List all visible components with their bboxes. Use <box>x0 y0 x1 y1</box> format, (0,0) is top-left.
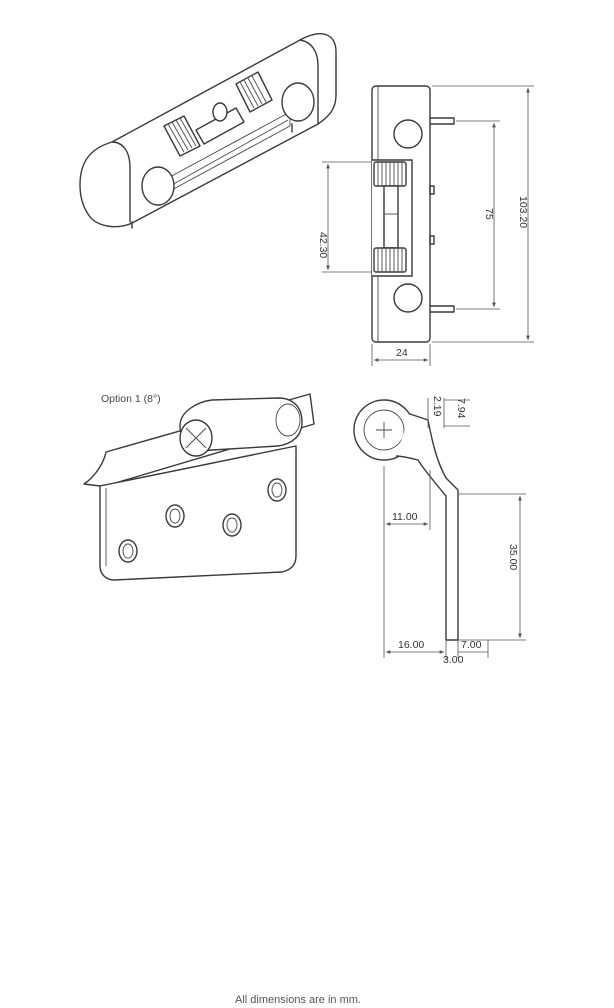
option-profile-view: 2.19 7.94 11.00 35.00 16.00 7.00 3.00 <box>353 396 526 666</box>
dim-total-height: 103.20 <box>517 196 529 228</box>
dim-base-width: 16.00 <box>398 639 424 651</box>
left-collar <box>163 115 201 157</box>
dim-inner-span: 42.30 <box>317 232 329 258</box>
dim-leaf-thickness: 7.00 <box>461 639 482 651</box>
footer-note: All dimensions are in mm. <box>235 994 361 1006</box>
dim-offset: 11.00 <box>392 511 418 523</box>
dim-barrel-wall: 2.19 <box>431 396 443 417</box>
dim-barrel-inner: 7.94 <box>455 398 467 419</box>
dim-pin-spacing: 75 <box>483 208 495 220</box>
option-leaf-view: Option 1 (8°) <box>83 393 315 581</box>
dim-leaf-height: 35.00 <box>507 544 519 570</box>
side-elevation-view: 42.30 75 103.20 24 <box>317 85 534 366</box>
dim-gap: 3.00 <box>443 654 464 666</box>
option-label: Option 1 (8°) <box>101 393 161 405</box>
dim-width: 24 <box>396 347 408 359</box>
isometric-hinge-view <box>79 33 337 229</box>
right-collar <box>235 71 273 113</box>
